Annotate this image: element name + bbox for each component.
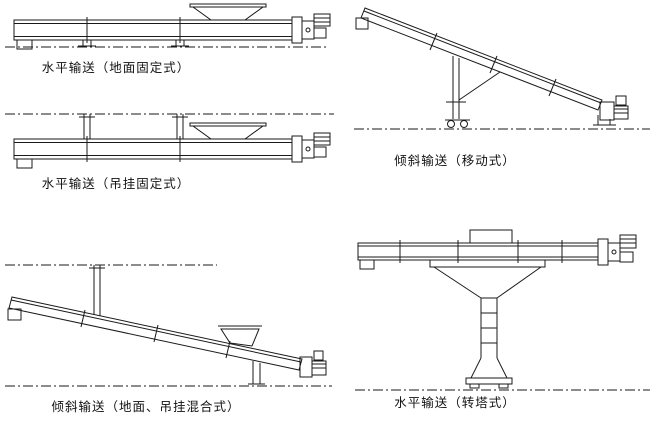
ground-support xyxy=(248,361,265,385)
wheeled-support-frame xyxy=(445,56,501,128)
caption-inclined-mixed: 倾斜输送（地面、吊挂混合式） xyxy=(51,400,241,414)
drive-motor xyxy=(597,234,637,266)
feed-hopper xyxy=(218,325,262,347)
feed-hopper xyxy=(469,229,513,244)
diagram-horizontal-turret xyxy=(350,226,655,394)
discharge-spout xyxy=(359,259,375,270)
discharge-spout xyxy=(7,308,22,321)
feed-hopper xyxy=(189,122,267,140)
conveyor-tube xyxy=(8,296,303,371)
diagram-inclined-mixed xyxy=(2,253,337,393)
discharge-spout xyxy=(355,17,369,30)
drive-motor xyxy=(599,95,629,121)
conveyor-tube xyxy=(360,7,603,111)
caption-horizontal-hanging-fixed: 水平输送（吊挂固定式） xyxy=(41,177,191,191)
diagram-horizontal-ground-fixed xyxy=(2,2,332,57)
hanger-rod xyxy=(89,265,105,316)
drawing-inclined-mobile xyxy=(354,7,650,130)
conveyor-tube xyxy=(13,17,293,43)
drive-motor xyxy=(291,132,331,163)
drive-motor xyxy=(299,350,327,378)
feed-hopper xyxy=(189,3,267,21)
caption-horizontal-turret: 水平输送（转塔式） xyxy=(394,396,516,410)
drawing-horizontal-turret xyxy=(355,229,650,391)
drawing-inclined-mixed xyxy=(5,264,332,387)
diagram-inclined-mobile xyxy=(350,2,655,137)
caption-horizontal-ground-fixed: 水平输送（地面固定式） xyxy=(41,61,191,75)
discharge-spout xyxy=(16,158,33,169)
caption-inclined-mobile: 倾斜输送（移动式） xyxy=(394,154,516,168)
drawing-horizontal-hanging-fixed xyxy=(5,113,334,169)
turret-support xyxy=(429,259,546,389)
diagram-horizontal-hanging-fixed xyxy=(2,106,337,176)
conveyor-tube xyxy=(13,136,293,162)
discharge-spout xyxy=(16,39,33,50)
drive-motor xyxy=(291,13,331,44)
ground-supports xyxy=(78,40,189,47)
hanger-rods xyxy=(79,114,188,139)
drawing-horizontal-ground-fixed xyxy=(5,3,331,50)
